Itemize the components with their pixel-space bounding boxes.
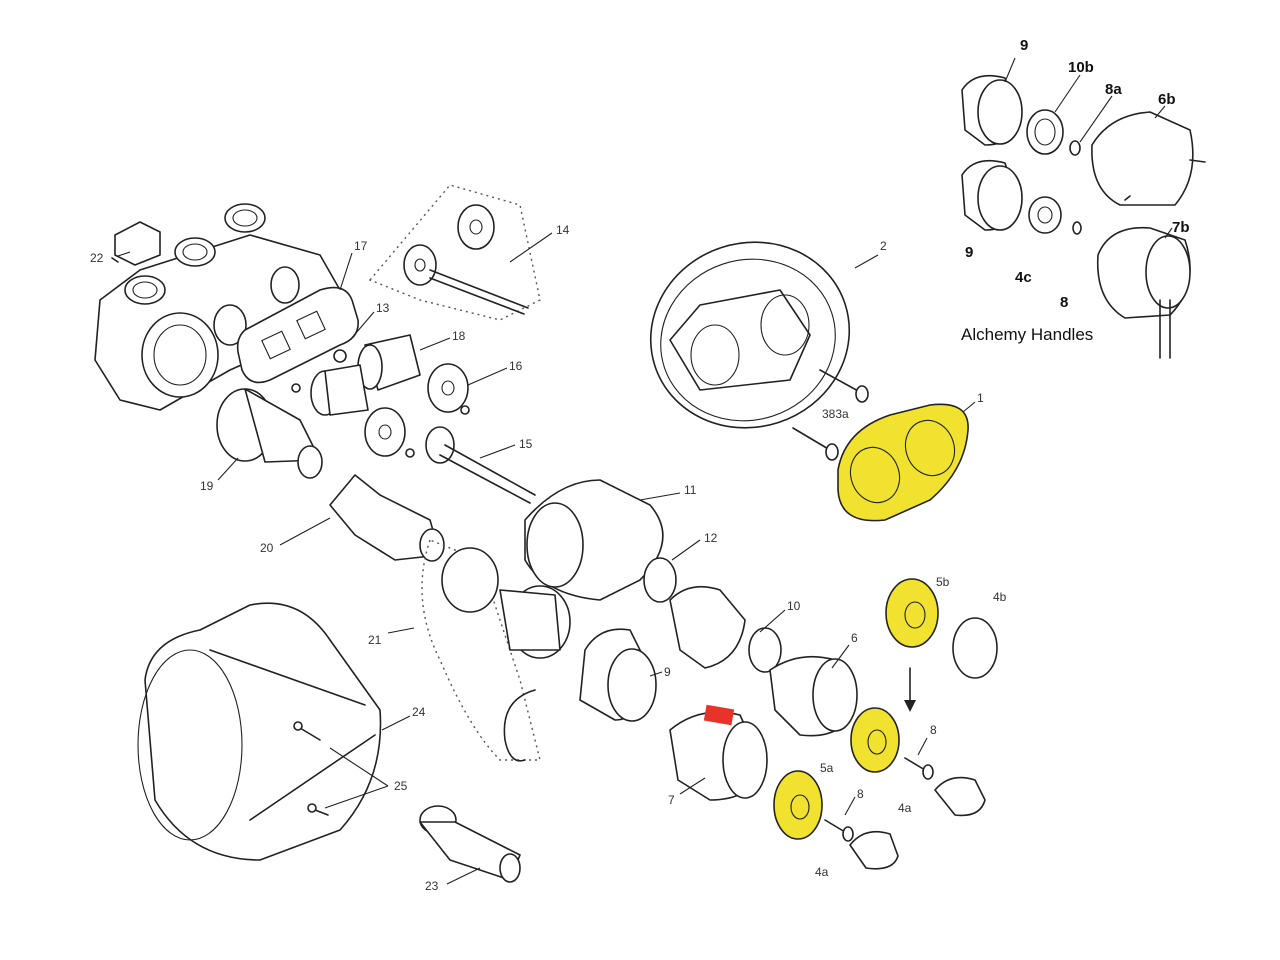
disc-5a-second-highlighted bbox=[773, 770, 823, 840]
label-4b: 4b bbox=[993, 590, 1007, 604]
label-19: 19 bbox=[200, 479, 214, 493]
label-14: 14 bbox=[556, 223, 570, 237]
housing-11-part bbox=[524, 479, 664, 601]
cap-4b-part bbox=[952, 617, 998, 679]
label-7: 7 bbox=[668, 793, 675, 807]
cap-4a-left-part bbox=[849, 830, 899, 870]
label-4a-right: 4a bbox=[898, 801, 912, 815]
label-11: 11 bbox=[684, 483, 697, 497]
group-14-dotted-outline bbox=[368, 184, 541, 321]
label-5b: 5b bbox=[936, 575, 950, 589]
label-8-right: 8 bbox=[930, 723, 937, 737]
label-22: 22 bbox=[90, 251, 104, 265]
label-13: 13 bbox=[376, 301, 390, 315]
box-24-part bbox=[137, 602, 382, 861]
valve-body-part bbox=[94, 203, 341, 411]
label-9: 9 bbox=[664, 665, 671, 679]
inset-label-9-top: 9 bbox=[1020, 37, 1028, 54]
label-383a: 383a bbox=[822, 407, 849, 421]
inset-label-4c: 4c bbox=[1015, 269, 1032, 286]
label-20: 20 bbox=[260, 541, 274, 555]
group-21-dotted-outline bbox=[421, 539, 541, 761]
gear-16-part bbox=[291, 363, 470, 458]
label-21: 21 bbox=[368, 633, 382, 647]
spindle-10-part bbox=[669, 585, 782, 673]
down-arrow-icon bbox=[904, 667, 916, 712]
disc-5b-highlighted bbox=[885, 578, 939, 648]
screw-25-part bbox=[293, 721, 329, 816]
screws-383a-part bbox=[792, 369, 869, 461]
label-2: 2 bbox=[880, 239, 887, 253]
shaft-15-part bbox=[425, 426, 536, 504]
label-5a: 5a bbox=[820, 761, 834, 775]
label-16: 16 bbox=[509, 359, 523, 373]
spindle-20-part bbox=[329, 474, 445, 562]
gear-shaft-14-part bbox=[403, 204, 529, 315]
inset-title: Alchemy Handles bbox=[961, 325, 1093, 344]
label-15: 15 bbox=[519, 437, 533, 451]
escutcheon-plate-2-part bbox=[649, 241, 851, 429]
label-24: 24 bbox=[412, 705, 426, 719]
label-10: 10 bbox=[787, 599, 801, 613]
red-lever-tab bbox=[703, 704, 735, 726]
label-8-left: 8 bbox=[857, 787, 864, 801]
handle-7-part bbox=[669, 704, 768, 801]
label-6: 6 bbox=[851, 631, 858, 645]
gasket-1-highlighted bbox=[837, 403, 969, 522]
inset-label-7b: 7b bbox=[1172, 219, 1190, 236]
label-18: 18 bbox=[452, 329, 466, 343]
label-23: 23 bbox=[425, 879, 439, 893]
inset-label-6b: 6b bbox=[1158, 91, 1176, 108]
label-25: 25 bbox=[394, 779, 408, 793]
nipple-23-part bbox=[419, 805, 521, 883]
leader-lines bbox=[117, 57, 1173, 885]
screw-8-right-part bbox=[904, 757, 934, 780]
cap-4a-right-part bbox=[934, 776, 986, 817]
label-1: 1 bbox=[977, 391, 984, 405]
inset-label-9-bottom: 9 bbox=[965, 244, 973, 261]
sleeve-9-part bbox=[579, 628, 657, 722]
cartridge-18-part bbox=[310, 334, 421, 416]
ring-13-part bbox=[333, 349, 347, 363]
label-4a-left: 4a bbox=[815, 865, 829, 879]
label-12: 12 bbox=[704, 531, 718, 545]
gasket-17-part bbox=[236, 286, 359, 384]
diverter-19-part bbox=[216, 388, 323, 479]
cartridge-21-part bbox=[441, 547, 571, 762]
inset-label-10b: 10b bbox=[1068, 59, 1094, 76]
ring-12-part bbox=[643, 557, 677, 603]
label-17: 17 bbox=[354, 239, 368, 253]
alchemy-handles-inset bbox=[961, 74, 1206, 359]
inset-label-8a: 8a bbox=[1105, 81, 1122, 98]
inset-label-8: 8 bbox=[1060, 294, 1068, 311]
disc-5a-highlighted bbox=[850, 707, 900, 773]
handle-6-part bbox=[769, 655, 858, 737]
screw-8-left-part bbox=[824, 819, 854, 842]
